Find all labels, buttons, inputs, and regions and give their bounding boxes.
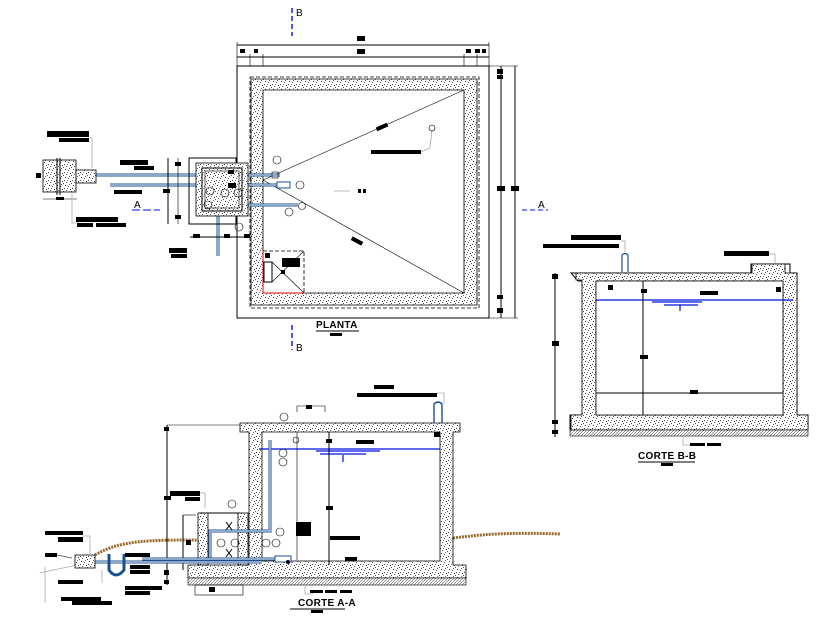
vent-icon [428, 124, 436, 132]
section-a-label-right: A [538, 200, 545, 211]
plan-foundation-outline [249, 76, 480, 309]
plan-dimensions-top [236, 36, 490, 66]
section-b-label-top: B [296, 8, 303, 19]
ground-left [94, 538, 201, 557]
slope-line-top [262, 89, 465, 181]
section-a-markers: A A [132, 200, 548, 211]
section-bb-view: CORTE B-B [543, 235, 809, 466]
plan-view: B B [36, 8, 548, 354]
vent-pipe [621, 252, 629, 272]
plan-title: PLANTA [316, 320, 358, 331]
slope-line-bottom [262, 179, 465, 294]
section-aa-pipes [75, 440, 292, 577]
pump [296, 522, 311, 536]
inlet-box [74, 554, 96, 569]
inlet-chamber [36, 131, 154, 227]
ground-right [452, 531, 561, 540]
vent-pipe [433, 401, 443, 423]
section-b-label-bottom: B [296, 343, 303, 354]
section-bb-title: CORTE B-B [638, 451, 696, 462]
plan-callouts [234, 155, 306, 232]
section-aa-view: CORTE A-A [39, 385, 561, 613]
section-aa-callouts [216, 412, 289, 548]
section-a-label-left: A [134, 200, 141, 211]
vent-icon [292, 436, 300, 444]
section-bb-subgrade [569, 429, 809, 437]
section-aa-title: CORTE A-A [298, 598, 356, 609]
plan-dimensions-right [489, 65, 519, 319]
plan-pipes [75, 171, 298, 256]
valve-box [188, 157, 249, 225]
section-aa-subgrade [187, 577, 467, 586]
manhole [262, 250, 305, 294]
